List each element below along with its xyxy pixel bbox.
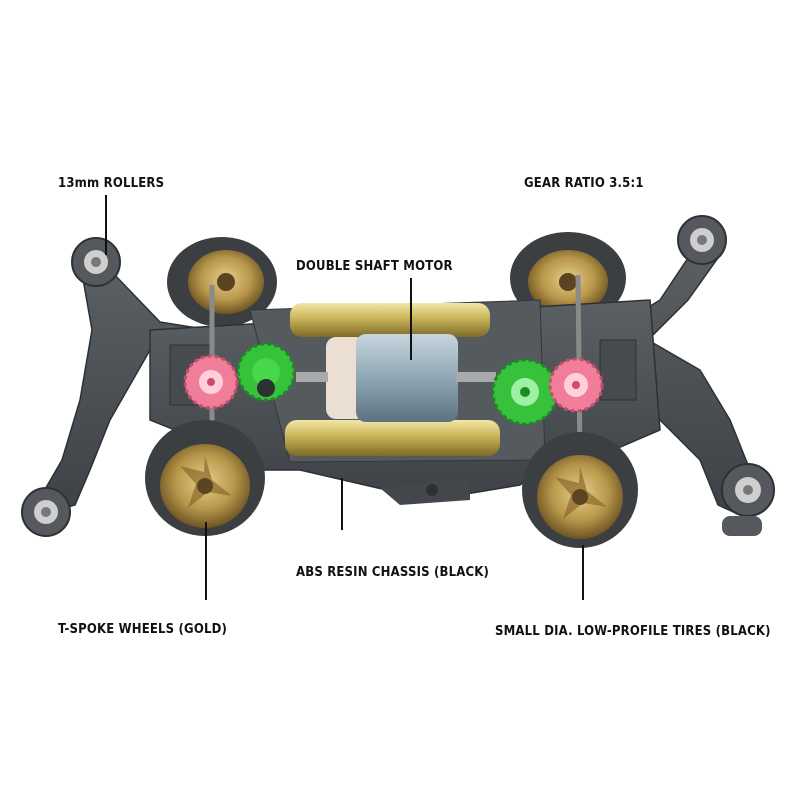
double-shaft-motor (296, 334, 496, 422)
roller-front-right (721, 463, 775, 536)
label-motor: DOUBLE SHAFT MOTOR (296, 259, 453, 274)
roller-front-left (21, 487, 71, 537)
gear-pink-left (183, 354, 239, 410)
gear-pink-right (548, 357, 604, 413)
rear-left-wheel (167, 237, 277, 327)
battery-bottom (285, 420, 500, 456)
label-rollers: 13mm ROLLERS (58, 176, 165, 191)
roller-rear-right (677, 215, 727, 265)
front-left-wheel (145, 420, 265, 536)
label-wheels: T-SPOKE WHEELS (GOLD) (58, 622, 228, 637)
gear-green-right (491, 358, 559, 426)
battery-top (290, 303, 490, 337)
gear-green-left (236, 342, 296, 402)
label-gear-ratio: GEAR RATIO 3.5:1 (524, 176, 644, 191)
roller-rear-left (71, 237, 121, 287)
front-right-wheel (522, 432, 638, 548)
label-tires: SMALL DIA. LOW-PROFILE TIRES (BLACK) (495, 624, 771, 639)
label-chassis: ABS RESIN CHASSIS (BLACK) (296, 565, 490, 580)
